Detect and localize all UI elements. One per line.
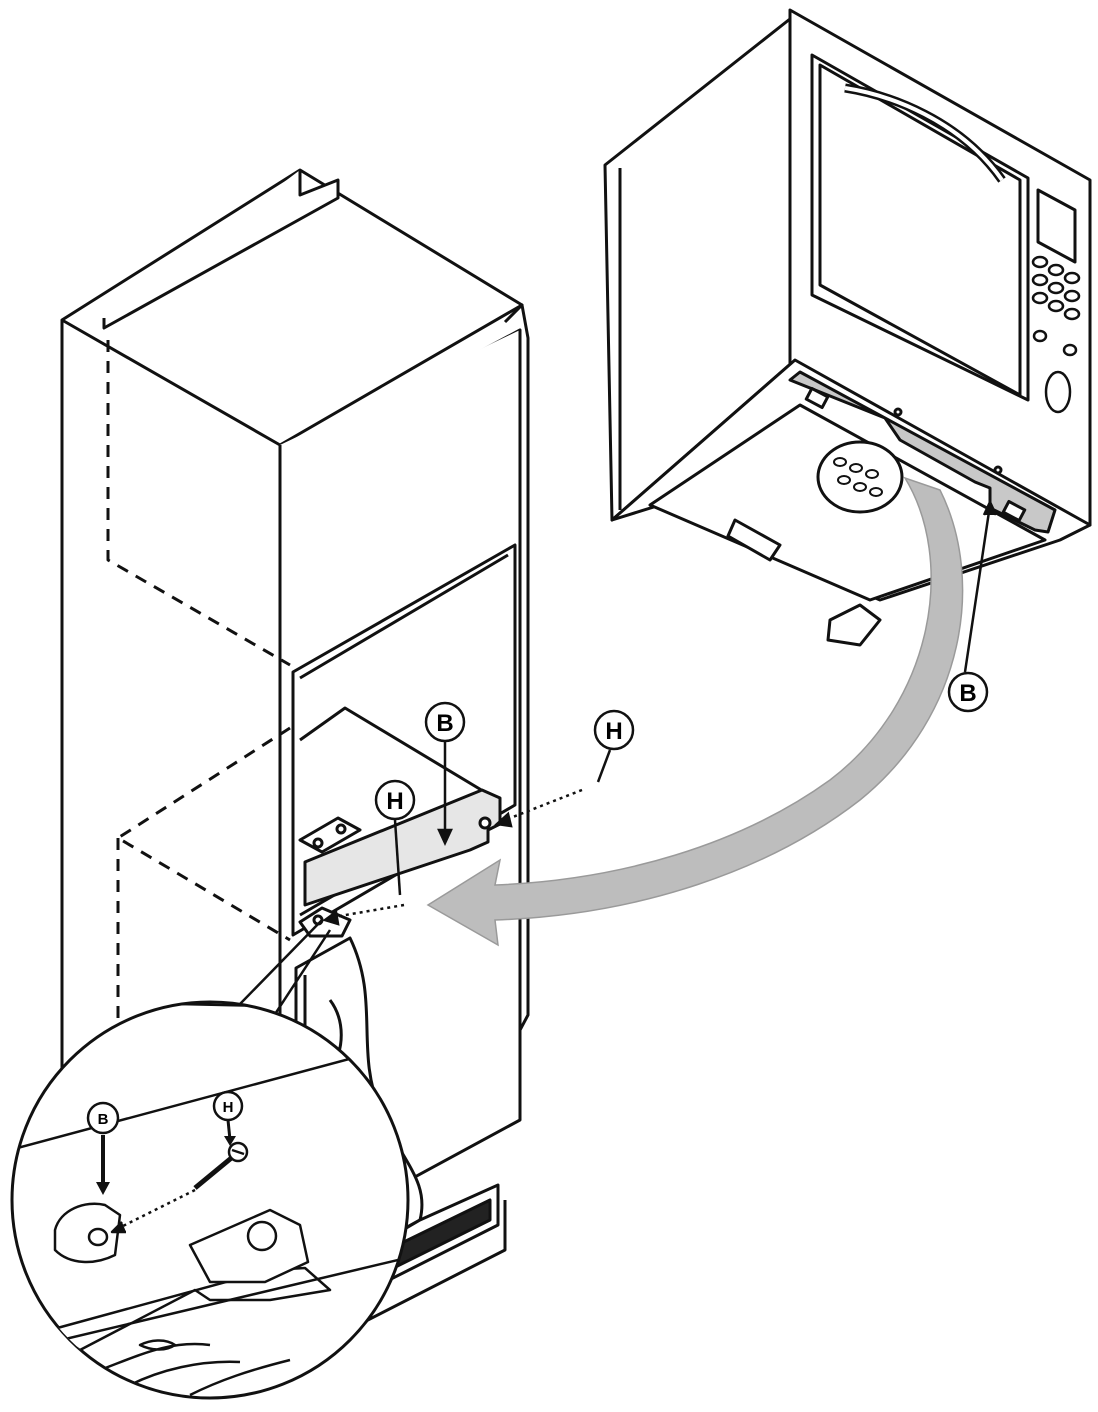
callout-detail-screw: H [212,1090,244,1122]
detail-arrow-h-head [224,1136,236,1146]
detail-screw-slot [231,1148,245,1156]
oven-control-buttons [1031,255,1081,414]
vent-holes [833,457,883,497]
oven-button [1062,343,1078,357]
leader-oven-bracket-head [982,499,998,516]
opening-back-panel [299,553,509,680]
detail-dotted-line [114,1188,196,1232]
oven-button [1031,291,1049,305]
transfer-arrow [426,476,964,947]
detail-magnifier [10,919,410,1400]
callout-detail-bracket-label: B [98,1111,109,1128]
callout-oven-bracket-label: B [959,680,976,707]
callout-screw-right: H [593,709,635,751]
oven-handle-inner [844,86,1004,182]
oven-button [1063,289,1081,303]
oven-button [1047,281,1065,295]
callout-cabinet-bracket-label: B [436,710,453,737]
lens-circle [10,1000,410,1400]
leader-screw-right-dotted [499,788,583,824]
leader-cabinet-bracket-head [437,828,453,846]
oven-foot [826,603,882,647]
hidden-edge-upper [106,340,291,667]
detail-dotted-arrowhead [110,1221,126,1234]
bracket-pad-right [1001,499,1027,523]
leader-screw-right-head [494,811,513,828]
shelf-clip-hole [335,823,347,835]
callout-detail-screw-label: H [223,1099,234,1116]
oven-round-vent [816,440,904,514]
oven-bottom-slot [726,518,782,562]
callout-screw-left-label: H [386,788,403,815]
leaders [322,499,998,926]
cabinet-bracket-rail [303,788,502,907]
callout-oven-bracket: B [947,671,989,713]
detail-wood-grain [99,1339,291,1397]
oven-button [1063,307,1081,321]
detail-wood-edge [39,1248,408,1347]
leader-screw-left-head [322,909,340,926]
cabinet-top-rail [102,170,340,330]
leader-screw-left-dotted [327,903,405,920]
detail-screw-shaft [193,1153,237,1190]
leader-oven-bracket [963,504,992,673]
leader-screw-left-stem [393,819,402,896]
bracket-hole [893,407,903,417]
oven-unit [603,8,1092,647]
oven-button [1031,273,1049,287]
shelf-clip-hole [312,837,324,849]
callout-screw-right-label: H [605,718,622,745]
bracket-hole [993,465,1003,475]
oven-button [1047,299,1065,313]
oven-button [1031,255,1049,269]
oven-knob [1044,370,1072,414]
leader-screw-right-stem [596,749,612,783]
oven-button [1063,271,1081,285]
screw-hole-right [478,816,492,830]
hidden-edge-middle [116,726,291,942]
detail-clip-hole [87,1227,109,1247]
detail-clip [53,1202,122,1264]
oven-button [1047,263,1065,277]
callout-detail-bracket: B [86,1101,120,1135]
detail-tab-hole [246,1220,278,1252]
bracket-pad-left [804,386,830,410]
oven-display [1036,188,1077,264]
detail-arrow-b-head [96,1182,110,1195]
oven-button [1032,329,1048,343]
callout-cabinet-bracket: B [424,701,466,743]
callout-screw-left: H [374,779,416,821]
detail-bracket-tab [188,1208,310,1284]
